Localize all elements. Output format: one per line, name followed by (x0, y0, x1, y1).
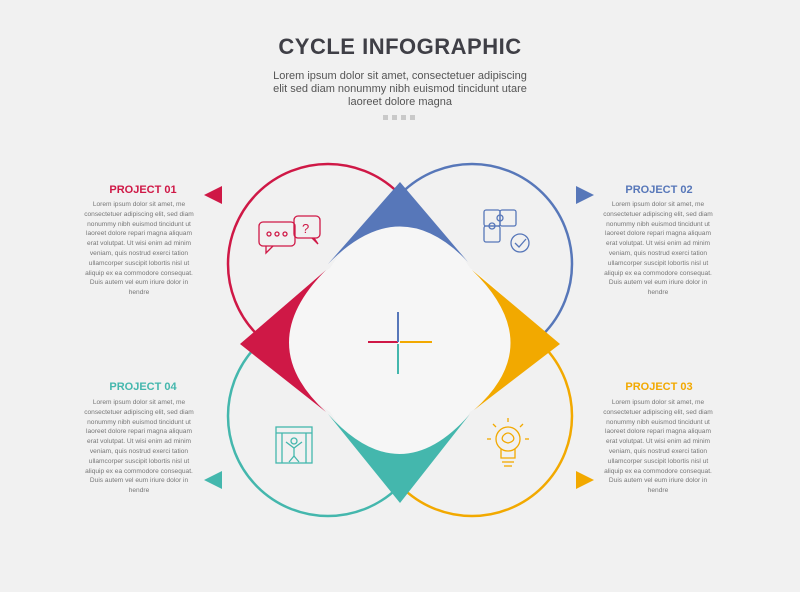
chat-bubbles-icon: ? (258, 215, 321, 255)
project-01-crescent (240, 270, 326, 412)
decorative-dots (383, 115, 415, 120)
page-title: CYCLE INFOGRAPHIC (278, 34, 522, 59)
project-03-arrow (576, 471, 594, 489)
lightbulb-brain-icon (487, 418, 529, 467)
project-02-crescent (328, 182, 468, 264)
project-04-crescent (328, 414, 470, 503)
project-01-text: Lorem ipsum dolor sit amet, me consectet… (84, 201, 194, 297)
center-shape (277, 214, 523, 466)
project-03-crescent (472, 270, 560, 410)
subtitle-line: elit sed diam nonummy nibh euismod tinci… (273, 83, 527, 95)
dot (383, 115, 388, 120)
project-04-title: PROJECT 04 (109, 381, 177, 393)
project-04-arrow (204, 471, 222, 489)
project-04-text: Lorem ipsum dolor sit amet, me consectet… (84, 399, 194, 495)
project-01-title: PROJECT 01 (109, 184, 177, 196)
subtitle-line: Lorem ipsum dolor sit amet, consectetuer… (273, 70, 527, 82)
project-02-arrow (576, 186, 594, 204)
winner-podium-icon (275, 426, 313, 464)
page-subtitle: Lorem ipsum dolor sit amet, consectetuer… (250, 70, 550, 109)
dot (401, 115, 406, 120)
project-02-title: PROJECT 02 (625, 184, 693, 196)
dot (392, 115, 397, 120)
svg-text:?: ? (302, 221, 309, 236)
project-03-title: PROJECT 03 (625, 381, 693, 393)
project-02-text: Lorem ipsum dolor sit amet, me consectet… (603, 201, 713, 297)
dot (410, 115, 415, 120)
project-03-text: Lorem ipsum dolor sit amet, me consectet… (603, 399, 713, 495)
puzzle-check-icon (483, 209, 530, 253)
project-01-arrow (204, 186, 222, 204)
subtitle-line: laoreet dolore magna (348, 96, 452, 108)
